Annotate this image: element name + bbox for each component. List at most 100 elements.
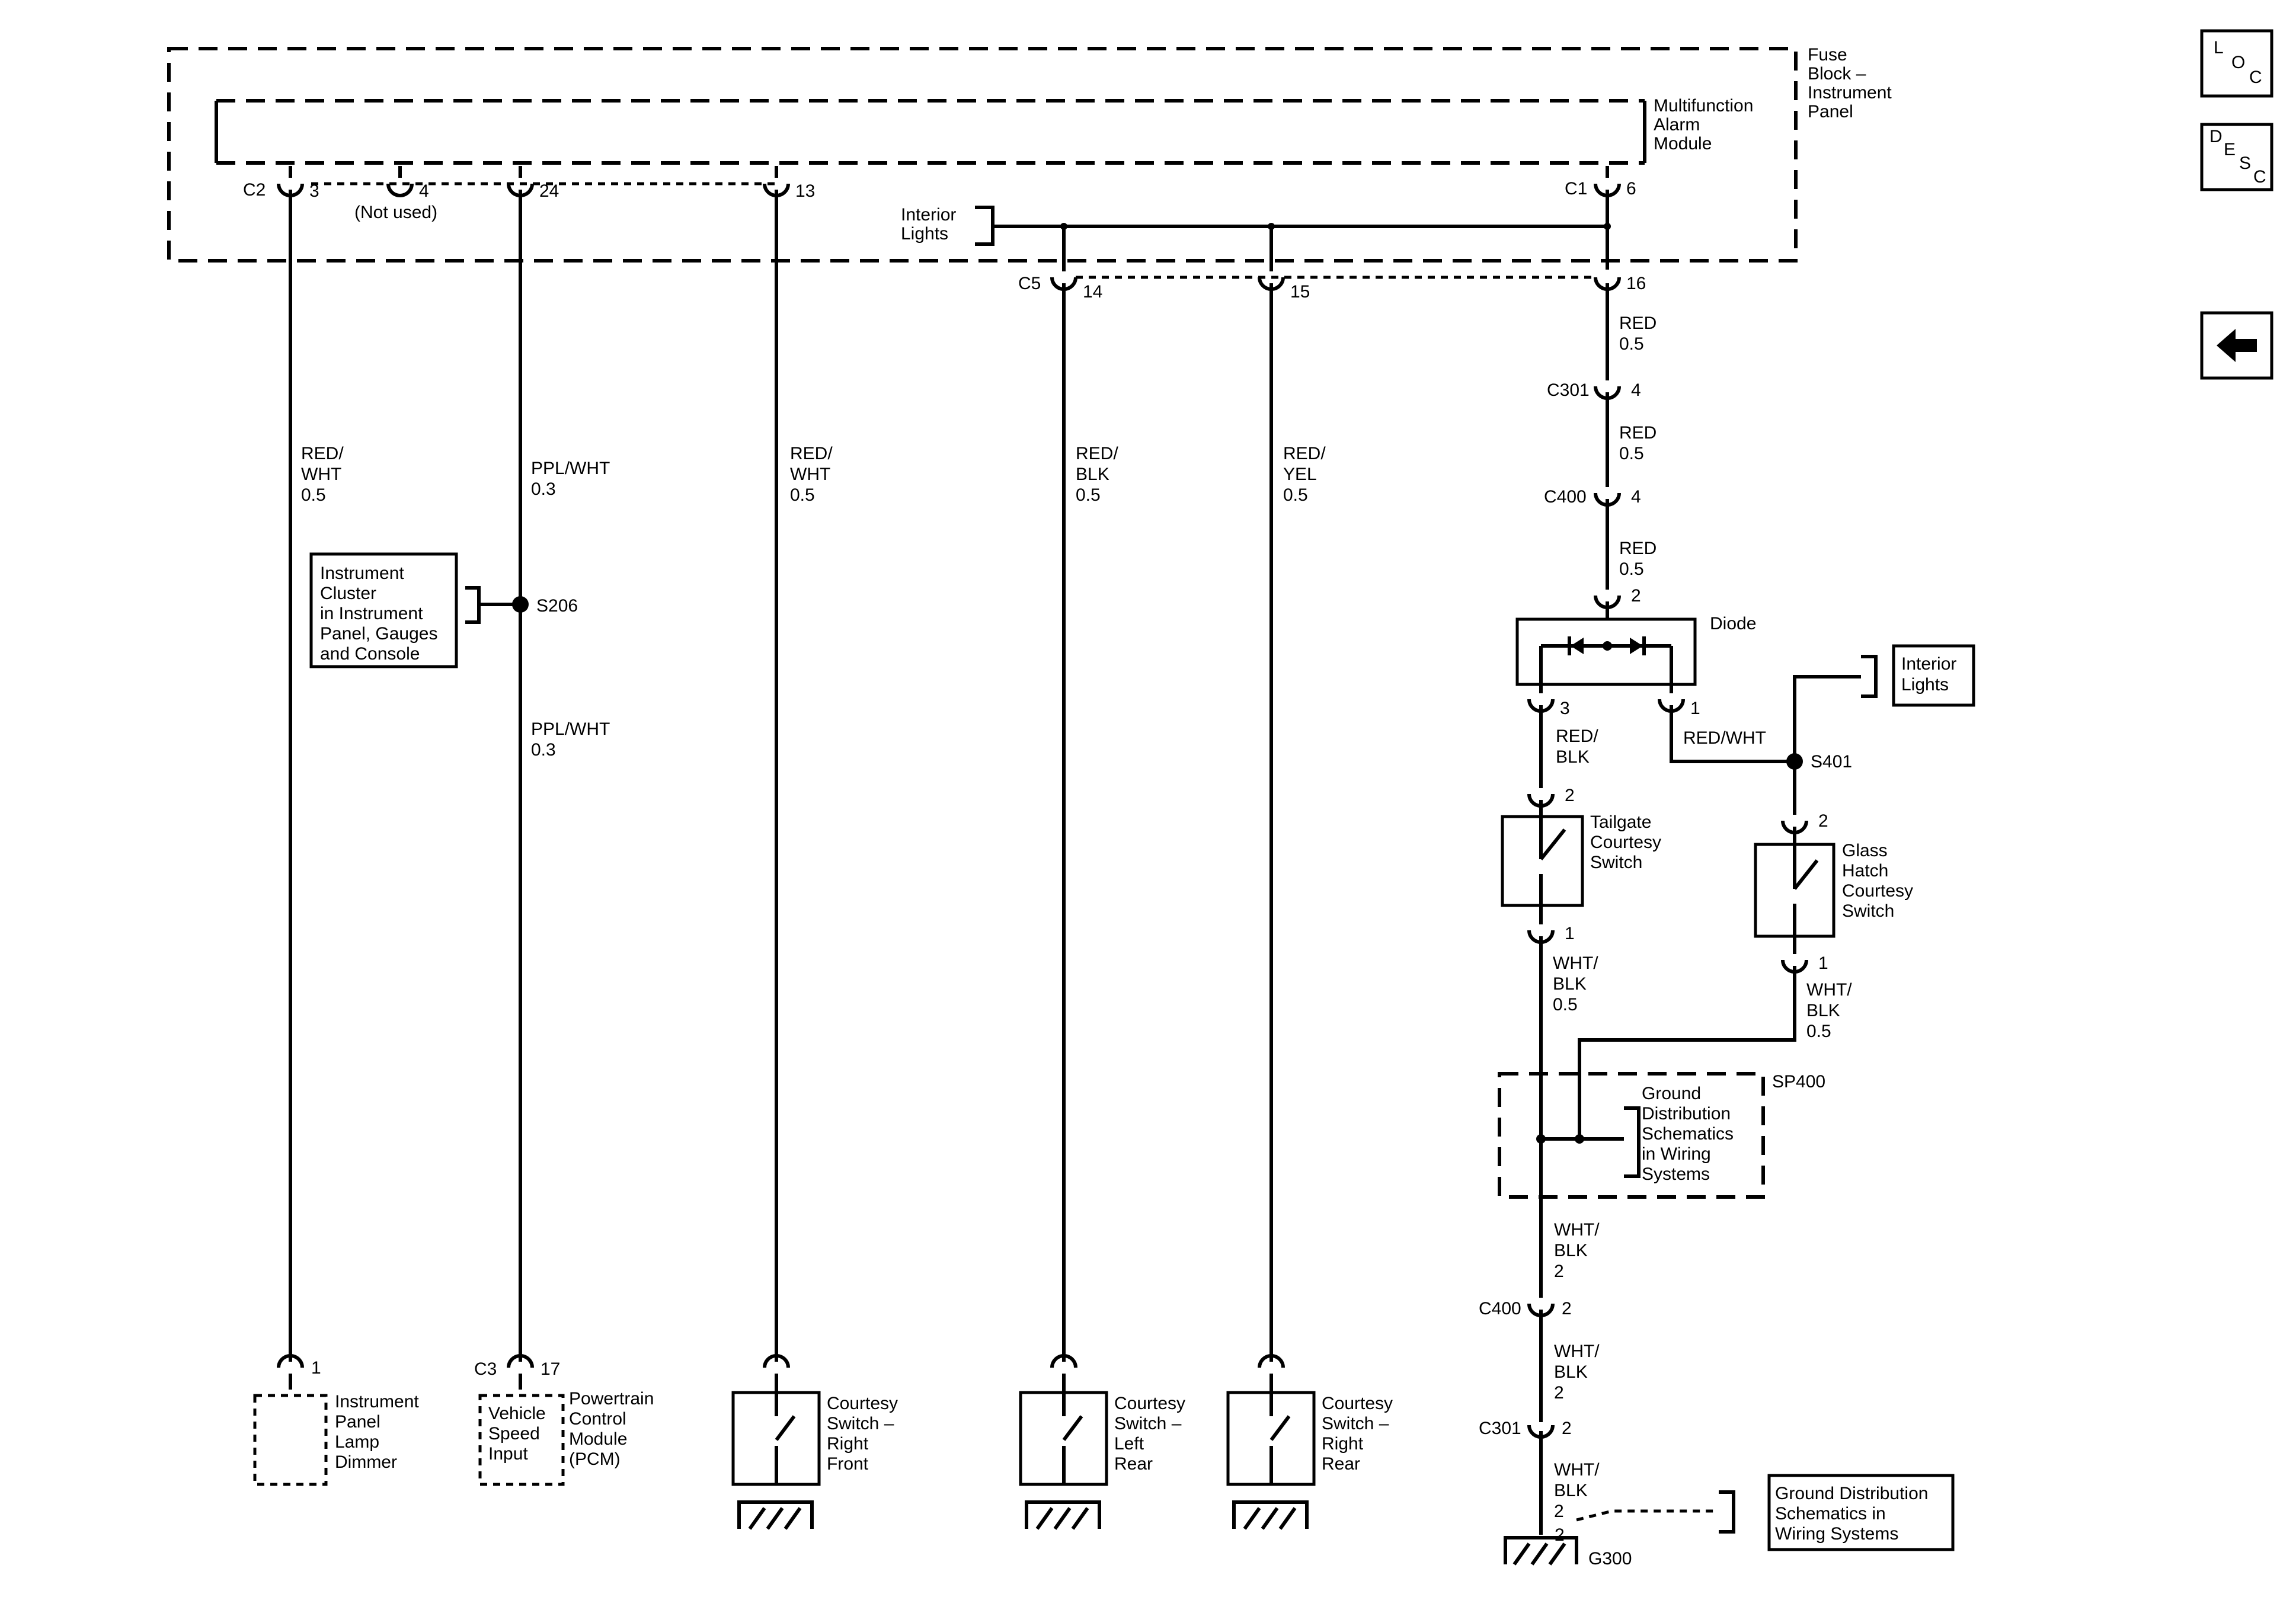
svg-text:(PCM): (PCM) bbox=[569, 1449, 621, 1469]
desc-button[interactable]: D E S C bbox=[2200, 123, 2273, 191]
svg-text:1: 1 bbox=[1690, 699, 1700, 718]
c2-pin-24: 24 bbox=[507, 166, 559, 201]
wire-label-c5-15: RED/ YEL 0.5 bbox=[1283, 444, 1326, 505]
interior-lights-bus bbox=[975, 190, 1611, 270]
svg-text:Hatch: Hatch bbox=[1842, 861, 1888, 881]
svg-text:WHT/: WHT/ bbox=[1553, 953, 1598, 973]
svg-text:Switch –: Switch – bbox=[1322, 1414, 1389, 1433]
svg-text:Panel: Panel bbox=[1808, 102, 1853, 121]
svg-text:Block –: Block – bbox=[1808, 64, 1866, 84]
svg-text:S206: S206 bbox=[536, 596, 578, 616]
svg-text:Distribution: Distribution bbox=[1642, 1104, 1731, 1124]
svg-text:WHT/: WHT/ bbox=[1806, 980, 1852, 1000]
svg-text:Interior: Interior bbox=[1901, 654, 1956, 674]
loc-button[interactable]: L O C bbox=[2200, 29, 2273, 98]
wire-label-gnd-1: WHT/ BLK 2 bbox=[1554, 1220, 1600, 1281]
courtesy-rr-label: Courtesy Switch – Right Rear bbox=[1322, 1394, 1393, 1474]
svg-text:1: 1 bbox=[1565, 924, 1575, 943]
courtesy-lr-label: Courtesy Switch – Left Rear bbox=[1114, 1394, 1185, 1474]
c5-label: C5 bbox=[1018, 274, 1041, 293]
svg-text:Panel: Panel bbox=[335, 1412, 380, 1432]
c301-b: C301 2 bbox=[1479, 1419, 1572, 1439]
svg-text:Courtesy: Courtesy bbox=[827, 1394, 898, 1413]
svg-text:RED/: RED/ bbox=[790, 444, 833, 463]
wire-label-diode-1: RED/WHT bbox=[1683, 728, 1766, 748]
svg-text:BLK: BLK bbox=[1556, 747, 1590, 767]
svg-text:3: 3 bbox=[1560, 699, 1570, 718]
svg-text:SP400: SP400 bbox=[1772, 1072, 1825, 1092]
g300-ref-leader bbox=[1576, 1509, 1719, 1522]
svg-text:0.5: 0.5 bbox=[301, 485, 326, 505]
svg-text:C: C bbox=[2249, 68, 2262, 87]
svg-text:RED/: RED/ bbox=[301, 444, 344, 463]
svg-text:2: 2 bbox=[1554, 1262, 1564, 1281]
svg-text:Powertrain: Powertrain bbox=[569, 1389, 654, 1409]
diode-pin-3: 3 bbox=[1527, 699, 1570, 718]
svg-text:BLK: BLK bbox=[1554, 1362, 1588, 1382]
ip-lamp-dimmer: 1 bbox=[253, 1354, 328, 1486]
vss-input-label: Vehicle Speed Input bbox=[488, 1404, 546, 1464]
svg-text:RED/: RED/ bbox=[1556, 726, 1598, 746]
c5-pin-16: 16 bbox=[1594, 274, 1646, 293]
svg-text:17: 17 bbox=[541, 1359, 560, 1379]
svg-text:Instrument: Instrument bbox=[335, 1392, 419, 1411]
svg-text:Control: Control bbox=[569, 1409, 626, 1429]
svg-text:RED: RED bbox=[1619, 313, 1657, 333]
wire-glass-hatch-ground bbox=[1578, 966, 1796, 1139]
svg-text:Rear: Rear bbox=[1322, 1454, 1360, 1474]
svg-text:PPL/WHT: PPL/WHT bbox=[531, 719, 610, 739]
svg-text:Schematics: Schematics bbox=[1642, 1124, 1734, 1144]
diode-component: 2 Diode bbox=[1515, 586, 1756, 693]
svg-text:Front: Front bbox=[827, 1454, 869, 1474]
wire-label-diode-3: RED/ BLK bbox=[1556, 726, 1598, 767]
glass-hatch-switch: 2 1 bbox=[1754, 811, 1835, 974]
c5-pin-15: 15 bbox=[1258, 226, 1310, 302]
svg-text:WHT/: WHT/ bbox=[1554, 1220, 1600, 1240]
svg-text:0.5: 0.5 bbox=[1283, 485, 1308, 505]
wire-label-gnd-2: WHT/ BLK 2 bbox=[1554, 1342, 1600, 1403]
c2-pin-3: 3 bbox=[277, 166, 319, 201]
svg-text:WHT: WHT bbox=[301, 465, 341, 484]
wire-label-c2-3: RED/ WHT 0.5 bbox=[301, 444, 344, 505]
svg-text:14: 14 bbox=[1083, 282, 1102, 302]
svg-text:and Console: and Console bbox=[320, 644, 420, 664]
wire-label-red-1: RED 0.5 bbox=[1619, 313, 1657, 354]
svg-text:BLK: BLK bbox=[1076, 465, 1109, 484]
courtesy-switch-right-rear bbox=[1226, 1354, 1316, 1530]
svg-text:0.3: 0.3 bbox=[531, 479, 556, 499]
svg-text:3: 3 bbox=[309, 181, 319, 201]
c2-label: C2 bbox=[243, 180, 266, 200]
svg-text:Tailgate: Tailgate bbox=[1590, 812, 1651, 832]
svg-text:Right: Right bbox=[1322, 1434, 1364, 1454]
wire-diode1-to-s401 bbox=[1670, 705, 1795, 763]
svg-text:C3: C3 bbox=[474, 1359, 497, 1379]
svg-text:S401: S401 bbox=[1811, 752, 1852, 772]
svg-text:G300: G300 bbox=[1588, 1549, 1632, 1569]
svg-text:Interior: Interior bbox=[901, 205, 956, 225]
courtesy-switch-right-front bbox=[731, 1354, 821, 1530]
svg-text:Courtesy: Courtesy bbox=[1322, 1394, 1393, 1413]
instrument-cluster-label: Instrument Cluster in Instrument Panel, … bbox=[320, 564, 437, 664]
svg-text:(Not used): (Not used) bbox=[354, 203, 437, 222]
svg-text:Left: Left bbox=[1114, 1434, 1144, 1454]
svg-text:L: L bbox=[2214, 38, 2224, 57]
svg-text:Glass: Glass bbox=[1842, 841, 1888, 860]
svg-text:6: 6 bbox=[1626, 179, 1636, 199]
ground-dist-g300-box bbox=[1767, 1474, 1955, 1551]
svg-text:Switch –: Switch – bbox=[1114, 1414, 1182, 1433]
svg-text:0.5: 0.5 bbox=[1619, 334, 1644, 354]
svg-text:16: 16 bbox=[1626, 274, 1646, 293]
svg-text:0.5: 0.5 bbox=[1076, 485, 1101, 505]
svg-text:Switch: Switch bbox=[1842, 901, 1894, 921]
svg-text:Cluster: Cluster bbox=[320, 584, 376, 603]
svg-text:BLK: BLK bbox=[1553, 974, 1587, 994]
back-button[interactable] bbox=[2200, 311, 2273, 380]
svg-text:2: 2 bbox=[1818, 811, 1828, 831]
svg-text:Systems: Systems bbox=[1642, 1164, 1710, 1184]
interior-lights-top-label: Interior Lights bbox=[901, 205, 956, 244]
svg-text:Schematics in: Schematics in bbox=[1775, 1504, 1886, 1523]
svg-text:WHT/: WHT/ bbox=[1554, 1342, 1600, 1361]
svg-text:Instrument: Instrument bbox=[320, 564, 404, 583]
svg-text:0.3: 0.3 bbox=[531, 740, 556, 760]
tailgate-switch: 2 1 bbox=[1501, 786, 1584, 944]
